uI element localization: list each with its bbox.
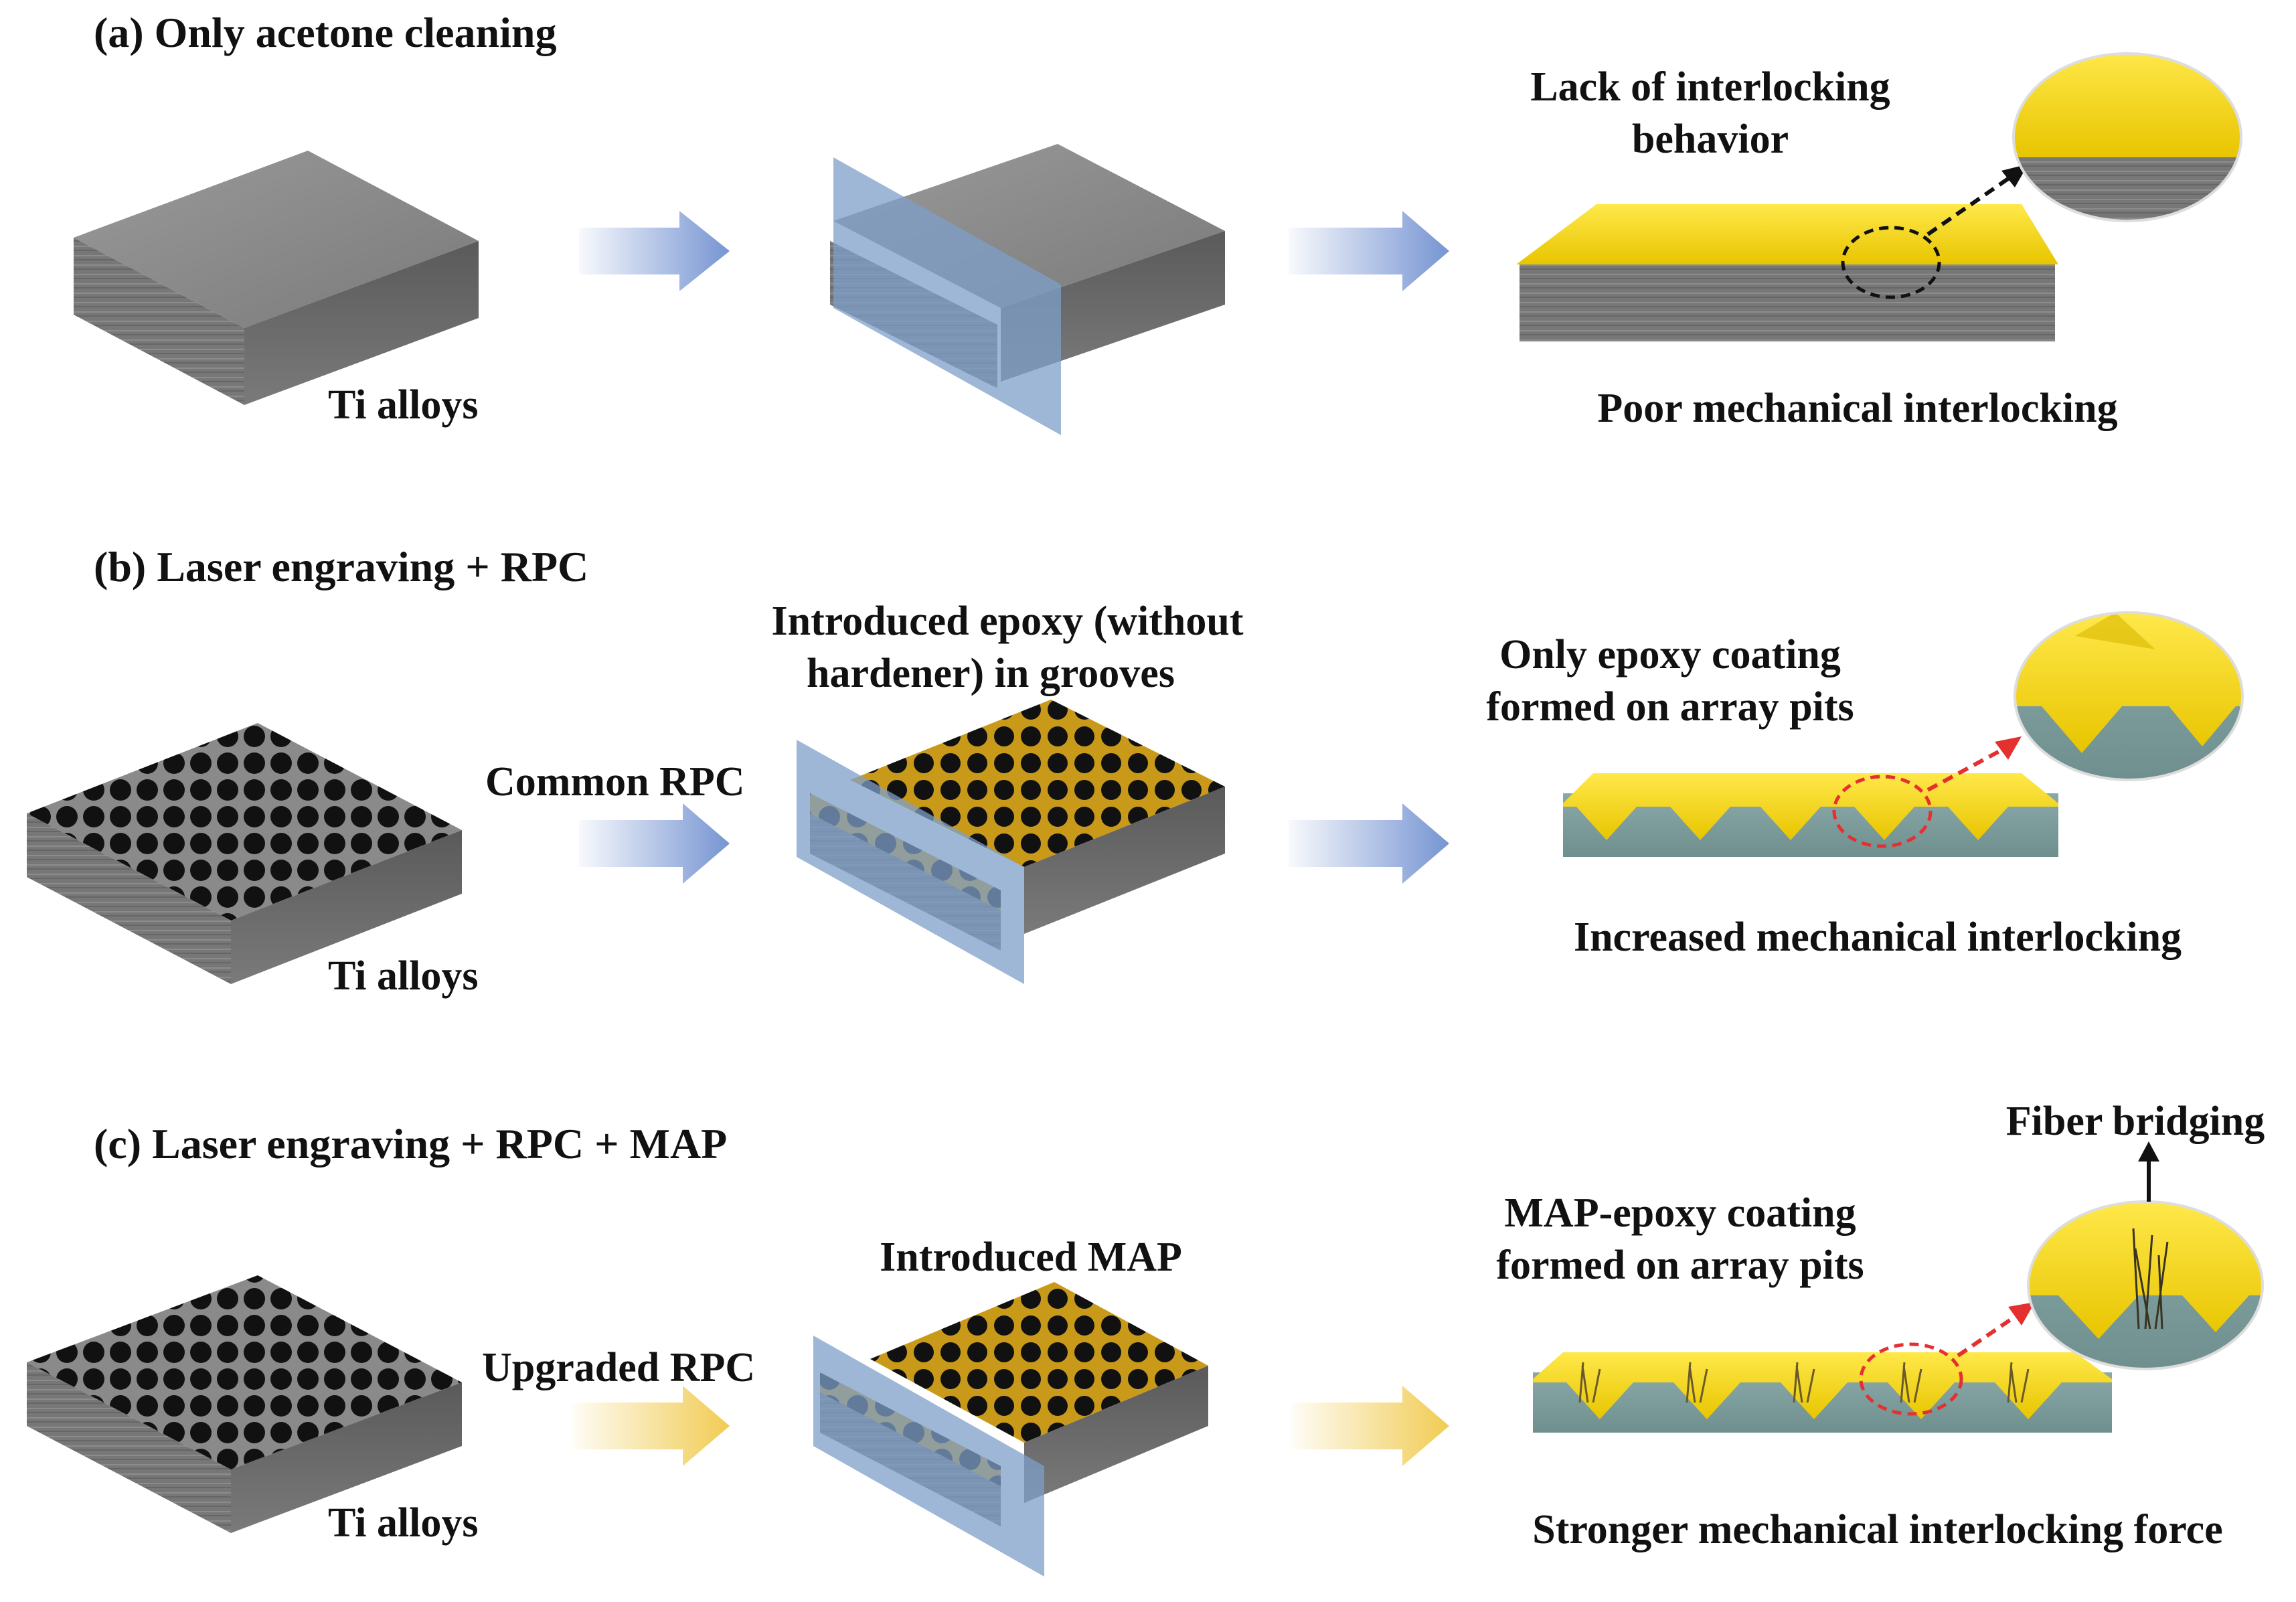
interface-highlight-ellipse [1841, 226, 1941, 299]
ti-alloy-block-engraved [27, 723, 462, 984]
panel-b-arrow-1 [579, 803, 730, 884]
panel-b-step2-label-line2: hardener) in grooves [807, 651, 1175, 696]
panel-c-result-label: Stronger mechanical interlocking force [1532, 1507, 2222, 1552]
sectioned-block-epoxy [797, 700, 1225, 984]
cut-plane [833, 157, 1061, 435]
panel-b-substrate-label: Ti alloys [328, 953, 479, 999]
panel-c: Ti alloys Upgraded RPC Introduced MAP [27, 1099, 2265, 1577]
panel-a-substrate-label: Ti alloys [328, 382, 479, 428]
zoom-bubble-pits [2014, 611, 2244, 781]
fiber-bundle [2132, 1228, 2169, 1330]
fibers [1578, 1362, 2030, 1403]
panel-b-arrow-2 [1289, 803, 1449, 884]
panel-a-result-label: Poor mechanical interlocking [1597, 386, 2117, 431]
zoom-pointer-arrow [1957, 1310, 2023, 1358]
panel-c-zoom-label: Fiber bridging [2006, 1099, 2265, 1144]
zoom-bubble-fibers [2027, 1200, 2264, 1370]
flat-interface-section [1516, 164, 2058, 341]
panel-a-arrow-1 [579, 211, 730, 291]
panel-b-coating-label-line1: Only epoxy coating [1499, 632, 1841, 677]
sectioned-block-map [813, 1282, 1208, 1577]
panel-b-result-label: Increased mechanical interlocking [1574, 914, 2182, 960]
panel-a-arrow-2 [1289, 211, 1449, 291]
interface-highlight-ellipse [1859, 1342, 1963, 1416]
panel-a-coating-label-line1: Lack of interlocking [1530, 64, 1890, 110]
panel-a-coating-label-line2: behavior [1632, 116, 1789, 162]
panel-c-title: (c) Laser engraving + RPC + MAP [94, 1120, 727, 1168]
panel-c-arrow-2 [1292, 1386, 1449, 1466]
panel-c-arrow-1 [572, 1386, 730, 1466]
cut-plane [813, 1336, 1044, 1577]
panel-c-substrate-label: Ti alloys [328, 1500, 479, 1546]
sectioned-block-plain [830, 144, 1225, 435]
ti-alloy-block-engraved [27, 1275, 462, 1533]
zoom-bubble-flat [2012, 52, 2242, 222]
zoom-pointer-arrow [1926, 172, 2016, 236]
pitted-interface-section [1563, 736, 2058, 857]
panel-a-title: (a) Only acetone cleaning [94, 9, 556, 56]
cut-plane [797, 740, 1024, 984]
panel-c-step2-label: Introduced MAP [880, 1234, 1182, 1280]
panel-b-title: (b) Laser engraving + RPC [94, 543, 588, 590]
panel-b-coating-label-line2: formed on array pits [1486, 684, 1854, 730]
zoom-pointer-arrow [1926, 744, 2010, 792]
panel-a: Ti alloys Lack of interloc [74, 52, 2242, 435]
panel-b: Ti alloys Common RPC Introduced epoxy (w… [27, 598, 2244, 999]
interface-highlight-ellipse [1832, 775, 1933, 848]
panel-c-arrow-label: Upgraded RPC [482, 1345, 755, 1390]
panel-b-arrow-label: Common RPC [485, 759, 744, 805]
ti-alloy-block-plain [74, 151, 479, 405]
panel-c-coating-label-line2: formed on array pits [1496, 1243, 1864, 1288]
map-interface-section [1533, 1302, 2112, 1433]
panel-c-coating-label-line1: MAP-epoxy coating [1504, 1190, 1856, 1236]
panel-b-step2-label-line1: Introduced epoxy (without [771, 598, 1243, 644]
